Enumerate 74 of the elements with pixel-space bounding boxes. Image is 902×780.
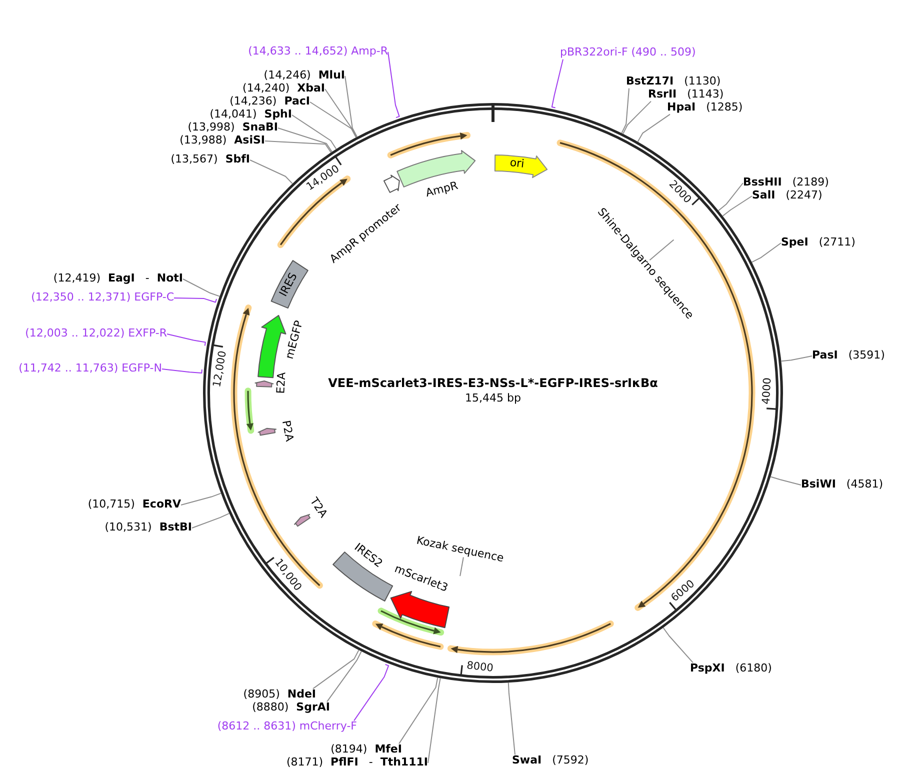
leader-line [508,682,516,756]
leader-line [182,278,220,297]
leader-line [180,492,222,506]
primer-label: (12,350 .. 12,371) EGFP-C [31,292,174,304]
restriction-site-label: (13,988) AsiSI [180,134,265,148]
restriction-site-label: (10,531) BstBI [104,522,192,534]
restriction-site-label: SalI (2247) [752,190,822,202]
leader-line [770,476,802,486]
restriction-site-label: RsrII (1143) [648,88,724,102]
leader-line [780,356,812,362]
plasmid-name: VEE-mScarlet3-IRES-E3-NSs-L*-EGFP-IRES-srIκBα [328,377,658,391]
leader-line [312,650,360,690]
restriction-site-label: BssHII (2189) [743,176,829,190]
leader-line [162,368,202,374]
primer-label: (8612 .. 8631) mCherry-F [217,720,357,734]
restriction-site-label: PspXI (6180) [690,662,772,676]
leader-line [278,128,332,152]
restriction-site-label: (14,240) XbaI [242,82,325,96]
restriction-site-label: PasI (3591) [812,350,885,362]
leader-line [722,196,752,216]
primer-label: pBR322ori-F (490 .. 509) [560,46,696,60]
leader-line [388,52,400,118]
leader-line [649,239,674,261]
leader-line [324,88,357,138]
leader-line [174,298,218,303]
restriction-site-label: (8171) PflFI - Tth111I [286,756,428,770]
scale-label: 12,000 [210,350,230,388]
leader-line [551,58,564,108]
leader-line [460,556,464,577]
restriction-site-label: (14,236) PacI [230,96,310,108]
leader-line [192,512,230,528]
leader-line [354,664,390,722]
restriction-site-label: (14,041) SphI [210,108,292,122]
leader-line [428,678,441,764]
primer-label: (12,003 .. 12,022) EXFP-R [25,328,167,340]
restriction-site-label: (14,246) MluI [264,70,345,82]
restriction-site-label: (13,567) SbfI [170,154,250,166]
restriction-site-label: (8194) MfeI [330,744,402,756]
leader-line [751,242,782,263]
plasmid-size: 15,445 bp [465,392,521,406]
restriction-site-label: HpaI (1285) [667,102,743,114]
primer-label: (14,633 .. 14,652) Amp-R [248,46,388,58]
feature-label: E2A [275,372,290,394]
leader-line [166,334,206,346]
restriction-site-label: (13,998) SnaBI [188,122,278,134]
leader-line [310,102,357,138]
feature-label: mEGFP [284,320,306,361]
leader-line [326,650,362,702]
restriction-site-label: BstZ17I (1130) [626,76,721,88]
restriction-site-label: (10,715) EcoRV [88,498,181,512]
leader-line [250,160,293,184]
restriction-site-label: SwaI (7592) [512,754,589,768]
feature-label: AmpR [424,180,460,200]
feature-label: ori [509,157,525,172]
leader-line [292,114,337,150]
leader-line [637,114,670,142]
leader-line [621,88,630,134]
restriction-site-label: (8880) SgrAI [252,702,330,714]
leader-line [398,677,438,744]
leader-line [662,627,694,664]
leader-line [718,182,744,212]
scale-label: 4000 [760,377,774,405]
leader-line [344,76,358,138]
scale-label: 8000 [466,659,494,674]
feature-label: Kozak sequence [415,534,505,566]
primer-label: (11,742 .. 11,763) EGFP-N [18,362,162,376]
feature-label: P2A [278,420,296,443]
restriction-site-label: SpeI (2711) [781,236,856,250]
restriction-site-label: (8905) NdeI [243,688,316,702]
leader-line [264,140,332,153]
restriction-site-label: (12,419) EagI - NotI [53,272,183,286]
feature-label: IRES [278,270,300,298]
restriction-site-label: BsiWI (4581) [801,478,884,492]
leader-line [622,100,652,134]
